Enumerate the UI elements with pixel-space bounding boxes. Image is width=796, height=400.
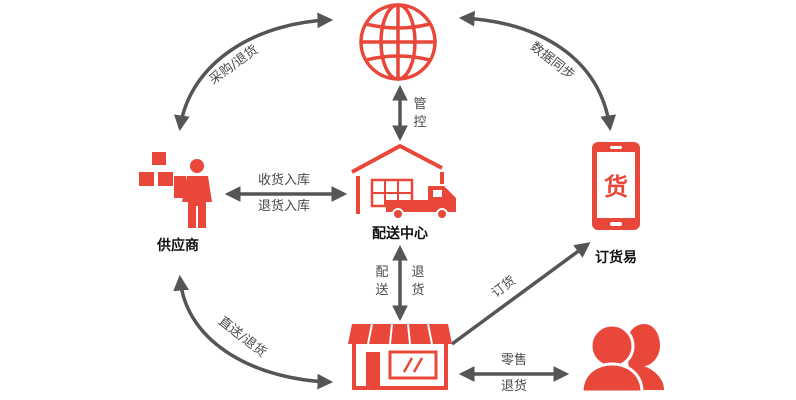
arrow-internet-app: [458, 10, 617, 132]
supplier-label: 供应商: [156, 237, 199, 254]
edge-label-return-goods-2: 货: [411, 282, 424, 298]
app-label: 订货易: [595, 249, 637, 266]
edge-label-deliver-1: 配: [375, 265, 388, 280]
edge-label-direct-return: 直送/退货: [215, 313, 269, 360]
arrow-supplier-store: [173, 274, 334, 390]
warehouse-truck-icon: [351, 144, 456, 220]
distribution-center-label: 配送中心: [372, 225, 428, 242]
edge-label-deliver-2: 送: [375, 283, 388, 298]
edge-label-retail: 零售: [501, 352, 527, 368]
arrow-supplier-internet: [174, 12, 334, 132]
arrow-store-app: [450, 242, 591, 346]
customers-icon: [580, 323, 664, 394]
supplier-boxes-icon: [139, 152, 212, 228]
globe-icon: [359, 3, 437, 81]
edge-label-receive-in: 收货入库: [258, 172, 310, 188]
store-icon: [348, 323, 452, 390]
edge-label-control-2: 控: [413, 115, 426, 130]
phone-app-icon: 货: [592, 142, 640, 230]
edge-label-data-sync: 数据同步: [527, 39, 577, 83]
connector-arrows: [173, 10, 617, 390]
edge-label-return-goods-1: 退: [411, 265, 424, 280]
edge-label-control-1: 管: [413, 97, 426, 112]
edge-label-retail-return: 退货: [501, 378, 527, 394]
edge-label-return-in: 退货入库: [258, 198, 310, 214]
phone-screen-text: 货: [604, 173, 628, 201]
